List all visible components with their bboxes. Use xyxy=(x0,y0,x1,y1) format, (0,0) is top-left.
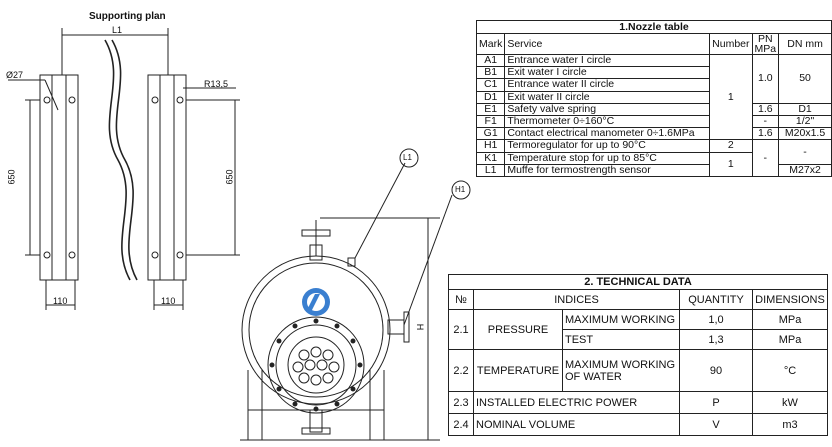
header-pn: PN MPa xyxy=(751,33,780,55)
index-cell: PRESSURE xyxy=(473,309,563,350)
dim-r135: R13,5 xyxy=(204,79,229,89)
left-support xyxy=(8,74,79,310)
pn-cell: 1.6 xyxy=(751,102,780,116)
dimension-cell: m3 xyxy=(752,413,828,436)
service-cell: Temperature stop for up to 85°C xyxy=(504,151,711,165)
service-cell: Entrance water I circle xyxy=(504,53,711,68)
vessel-view xyxy=(240,162,453,441)
header-dn: DN mm xyxy=(778,33,832,55)
service-cell: Termoregulator for up to 90°C xyxy=(504,139,711,153)
header-no: № xyxy=(448,289,474,310)
dn-cell: D1 xyxy=(778,102,832,116)
dimension-cell: °C xyxy=(752,349,828,392)
dim-d27: Ø27 xyxy=(6,70,24,80)
number-cell: 2 xyxy=(709,139,753,153)
service-cell: Muffe for termostrength sensor xyxy=(504,163,711,177)
right-support xyxy=(147,74,240,310)
dim-650-left: 650 xyxy=(6,169,17,185)
mark-cell: L1 xyxy=(475,163,506,177)
dn-cell: M20x1.5 xyxy=(778,127,832,141)
number-cell: 1 xyxy=(709,53,753,141)
dimension-cell: kW xyxy=(752,391,828,414)
pn-cell: 1.6 xyxy=(751,127,780,141)
dimension-cell: MPa xyxy=(752,309,828,330)
dn-cell: 50 xyxy=(778,54,832,104)
row-no: 2.2 xyxy=(448,349,474,392)
sub-index-cell: MAXIMUM WORKING xyxy=(562,309,680,330)
header-number: Number xyxy=(709,33,753,55)
service-cell: Exit water I circle xyxy=(504,66,711,80)
callout-l1-circle xyxy=(399,148,419,168)
row-no: 2.1 xyxy=(448,309,474,350)
row-no: 2.4 xyxy=(448,413,474,436)
mark-cell: G1 xyxy=(475,127,506,141)
callout-h1-circle xyxy=(451,180,471,200)
mark-cell: F1 xyxy=(475,114,506,129)
dim-l1-top: L1 xyxy=(112,25,123,35)
quantity-cell: P xyxy=(679,391,753,414)
dim-650-right: 650 xyxy=(224,169,235,185)
nozzle-table: 1.Nozzle table Mark Service Number PN MP… xyxy=(475,20,832,177)
mark-cell: A1 xyxy=(475,53,506,68)
service-cell: Entrance water II circle xyxy=(504,78,711,92)
index-cell: NOMINAL VOLUME xyxy=(473,413,680,436)
callout-h1-label: H1 xyxy=(455,185,466,194)
header-service: Service xyxy=(504,33,711,55)
pn-cell: 1.0 xyxy=(751,54,780,104)
row-no: 2.3 xyxy=(448,391,474,414)
dim-h: H xyxy=(415,323,426,331)
service-cell: Contact electrical manometer 0÷1.6MPa xyxy=(504,127,711,141)
service-cell: Safety valve spring xyxy=(504,102,711,116)
quantity-cell: 1,0 xyxy=(679,309,753,330)
sub-index-cell: MAXIMUM WORKING OF WATER xyxy=(562,349,680,392)
quantity-cell: 90 xyxy=(679,349,753,392)
mark-cell: B1 xyxy=(475,66,506,80)
dimension-cell: MPa xyxy=(752,329,828,350)
header-indices: INDICES xyxy=(473,289,680,310)
logo-icon xyxy=(302,288,330,316)
mark-cell: D1 xyxy=(475,90,506,104)
header-dimensions: DIMENSIONS xyxy=(752,289,828,310)
sub-index-cell: TEST xyxy=(562,329,680,350)
dn-cell: 1/2" xyxy=(778,114,832,129)
nozzle-table-title: 1.Nozzle table xyxy=(476,20,832,34)
technical-data-title: 2. TECHNICAL DATA xyxy=(448,274,828,290)
dim-110-left: 110 xyxy=(53,296,68,306)
number-cell: 1 xyxy=(709,151,753,177)
index-cell: TEMPERATURE xyxy=(473,349,563,392)
dn-cell: M27x2 xyxy=(778,163,832,177)
dn-cell: - xyxy=(778,139,832,165)
pn-cell: - xyxy=(751,114,780,129)
callout-l1-label: L1 xyxy=(403,153,412,162)
pn-cell: - xyxy=(751,139,780,177)
quantity-cell: 1,3 xyxy=(679,329,753,350)
header-mark: Mark xyxy=(475,33,506,55)
service-cell: Thermometer 0÷160°C xyxy=(504,114,711,129)
service-cell: Exit water II circle xyxy=(504,90,711,104)
mark-cell: K1 xyxy=(475,151,506,165)
mark-cell: H1 xyxy=(475,139,506,153)
header-quantity: QUANTITY xyxy=(679,289,753,310)
technical-data-table: 2. TECHNICAL DATA № INDICES QUANTITY DIM… xyxy=(448,274,828,436)
mark-cell: C1 xyxy=(475,78,506,92)
mark-cell: E1 xyxy=(475,102,506,116)
supporting-plan-title: Supporting plan xyxy=(89,11,166,22)
quantity-cell: V xyxy=(679,413,753,436)
dim-110-right: 110 xyxy=(161,296,176,306)
index-cell: INSTALLED ELECTRIC POWER xyxy=(473,391,680,414)
